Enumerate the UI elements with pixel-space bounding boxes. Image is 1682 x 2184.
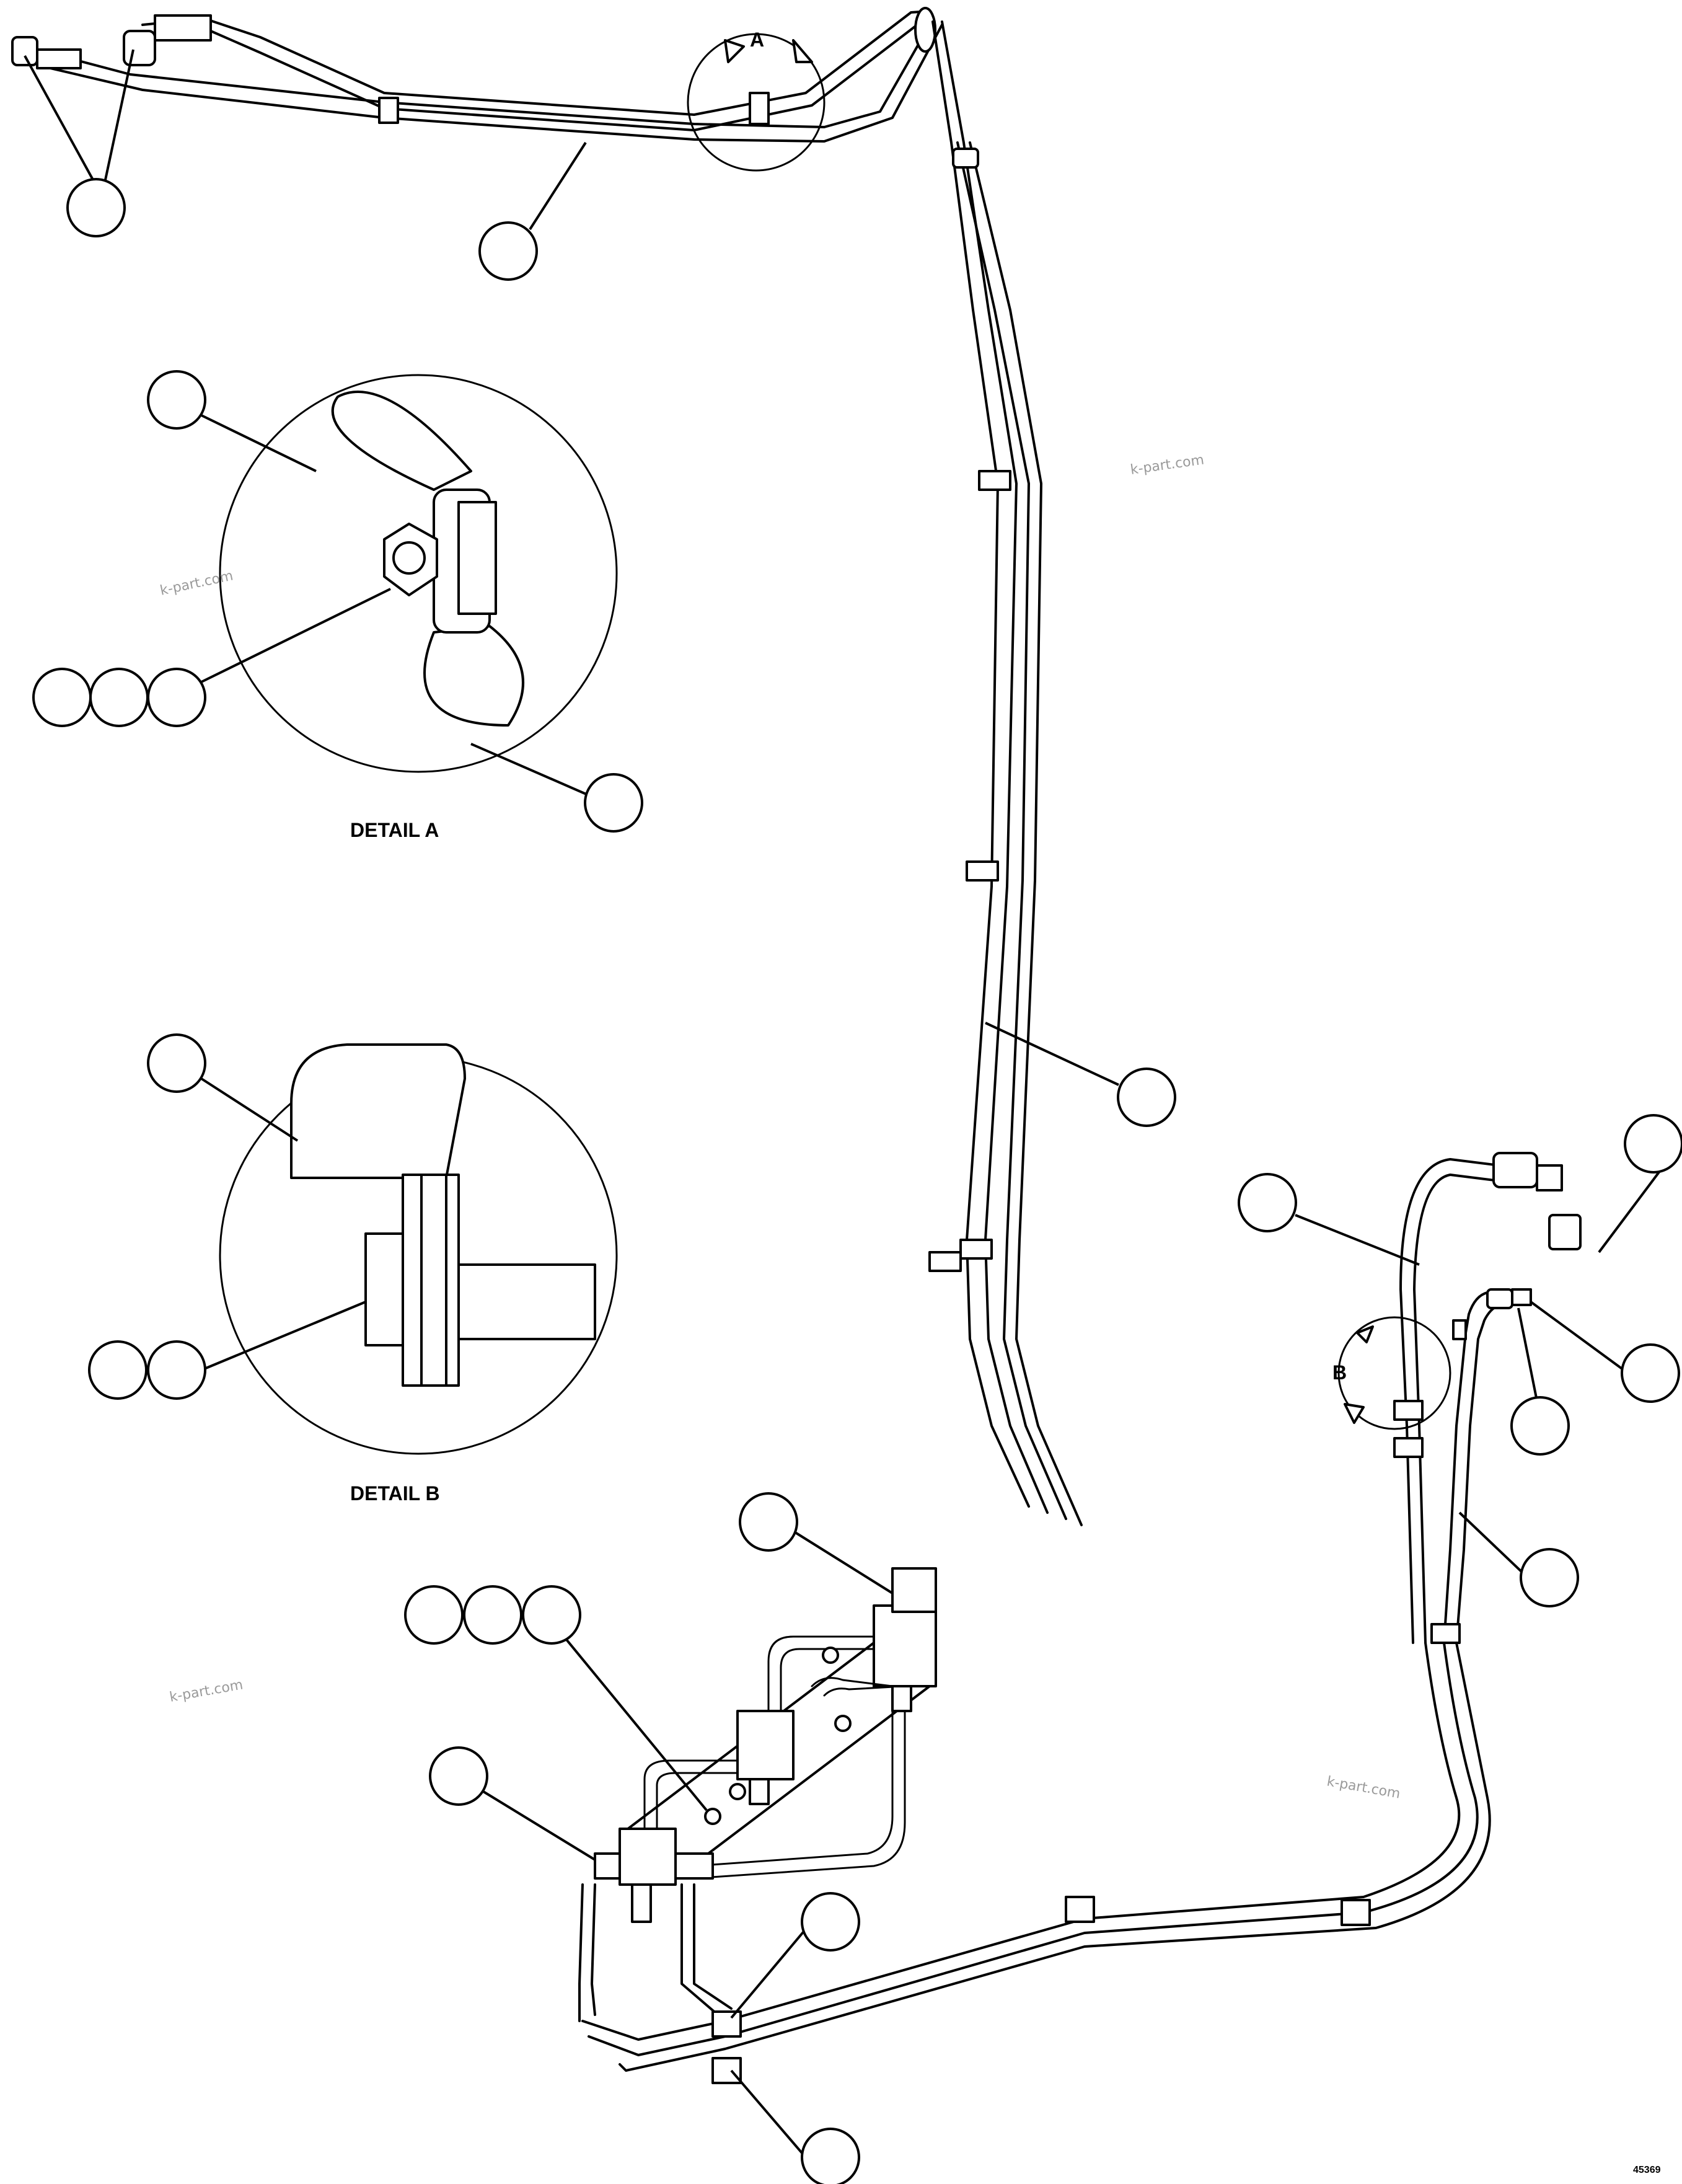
watermark-text: k-part.com: [159, 568, 234, 599]
callout-balloon: [1510, 1396, 1570, 1456]
callout-balloon: [522, 1585, 581, 1645]
callout-balloon: [66, 178, 126, 237]
callout-balloon: [1117, 1068, 1176, 1127]
watermark-text: k-part.com: [1129, 453, 1205, 478]
callout-balloon: [1520, 1548, 1579, 1607]
detail-a-view: DETAIL A: [219, 374, 618, 841]
view-label-b: B: [1332, 1361, 1347, 1384]
callout-balloon: [1624, 1114, 1682, 1174]
callout-balloon: [1238, 1173, 1297, 1232]
callout-balloon: [801, 1892, 860, 1952]
view-label-a: A: [750, 29, 764, 51]
callout-balloon: [463, 1585, 522, 1645]
callout-balloon: [89, 668, 149, 727]
detail-b-view: DETAIL B: [219, 1043, 618, 1505]
callout-balloon: [147, 668, 206, 727]
watermark-text: k-part.com: [169, 1677, 244, 1705]
top-hose-run: [11, 7, 943, 143]
leader-lines: [24, 49, 1665, 2159]
callout-balloon: [32, 668, 92, 727]
view-circle-b: B: [1332, 1316, 1451, 1430]
watermark-text: k-part.com: [1326, 1774, 1401, 1802]
detail-a-caption: DETAIL A: [350, 819, 439, 841]
vertical-hose-run: [928, 20, 1083, 1526]
callout-balloon: [739, 1492, 798, 1552]
callout-balloon: [147, 370, 206, 430]
callout-balloon: [584, 773, 643, 833]
valve-block-assembly: [578, 1567, 937, 2084]
callout-balloon: [147, 1340, 206, 1400]
callout-balloon: [88, 1340, 148, 1400]
callout-balloon: [147, 1033, 206, 1093]
callout-balloon: [801, 2128, 860, 2184]
right-hose-loop: [581, 1152, 1582, 2072]
callout-balloon: [429, 1746, 488, 1806]
figure-number: 45369: [1633, 2165, 1661, 2175]
callout-balloons: [32, 178, 1682, 2184]
callout-balloon: [478, 221, 538, 281]
callout-balloon: [404, 1585, 464, 1645]
view-circle-a: A: [687, 29, 826, 172]
detail-b-caption: DETAIL B: [350, 1482, 440, 1505]
callout-balloon: [1621, 1343, 1680, 1403]
